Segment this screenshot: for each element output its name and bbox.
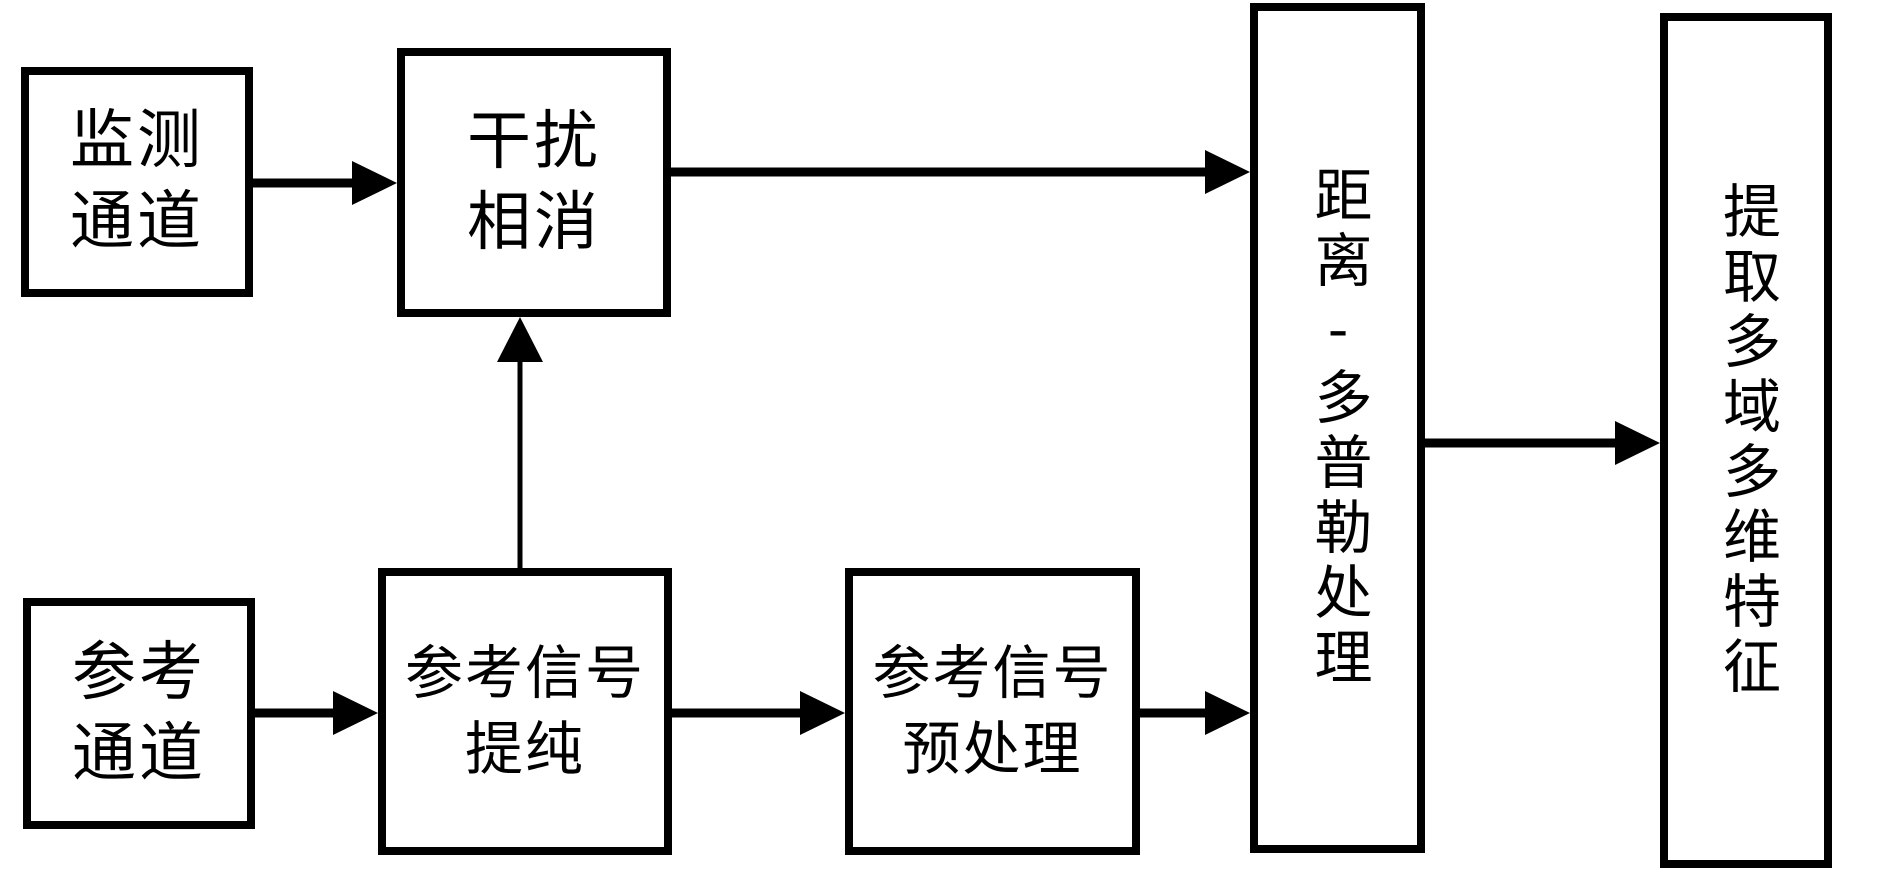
arrow-refchan-to-purify xyxy=(255,691,378,735)
arrow-cancel-to-rangedoppler xyxy=(671,150,1250,194)
node-range-doppler-processing: 距离-多普勒处理 xyxy=(1250,3,1425,853)
node-label-line: 参考 xyxy=(72,636,206,708)
node-monitor-channel: 监测 通道 xyxy=(21,67,253,297)
node-label-line: 提纯 xyxy=(464,716,585,782)
node-multi-domain-feature-extraction: 提取多域多维特征 xyxy=(1660,13,1832,868)
arrow-purify-to-preproc xyxy=(672,691,845,735)
node-label-vertical: 提取多域多维特征 xyxy=(1714,180,1779,701)
node-reference-signal-preprocessing: 参考信号 预处理 xyxy=(845,568,1140,855)
node-interference-cancellation: 干扰 相消 xyxy=(397,48,671,317)
node-label-line: 干扰 xyxy=(467,105,601,177)
arrow-preproc-to-rangedoppler xyxy=(1140,691,1250,735)
arrow-purify-to-cancel xyxy=(497,317,543,568)
node-label-line: 监测 xyxy=(70,105,204,177)
node-label-line: 参考信号 xyxy=(404,641,645,707)
arrow-rangedoppler-to-feature xyxy=(1425,421,1660,465)
node-label-line: 通道 xyxy=(72,717,206,789)
arrow-monitor-to-cancel xyxy=(253,161,397,205)
node-reference-channel: 参考 通道 xyxy=(23,598,255,829)
node-label-vertical: 距离-多普勒处理 xyxy=(1305,164,1371,692)
node-label-line: 通道 xyxy=(70,186,204,257)
node-reference-signal-purification: 参考信号 提纯 xyxy=(378,568,672,855)
node-label-line: 预处理 xyxy=(902,716,1083,782)
node-label-line: 相消 xyxy=(467,186,601,258)
node-label-line: 参考信号 xyxy=(872,641,1113,707)
